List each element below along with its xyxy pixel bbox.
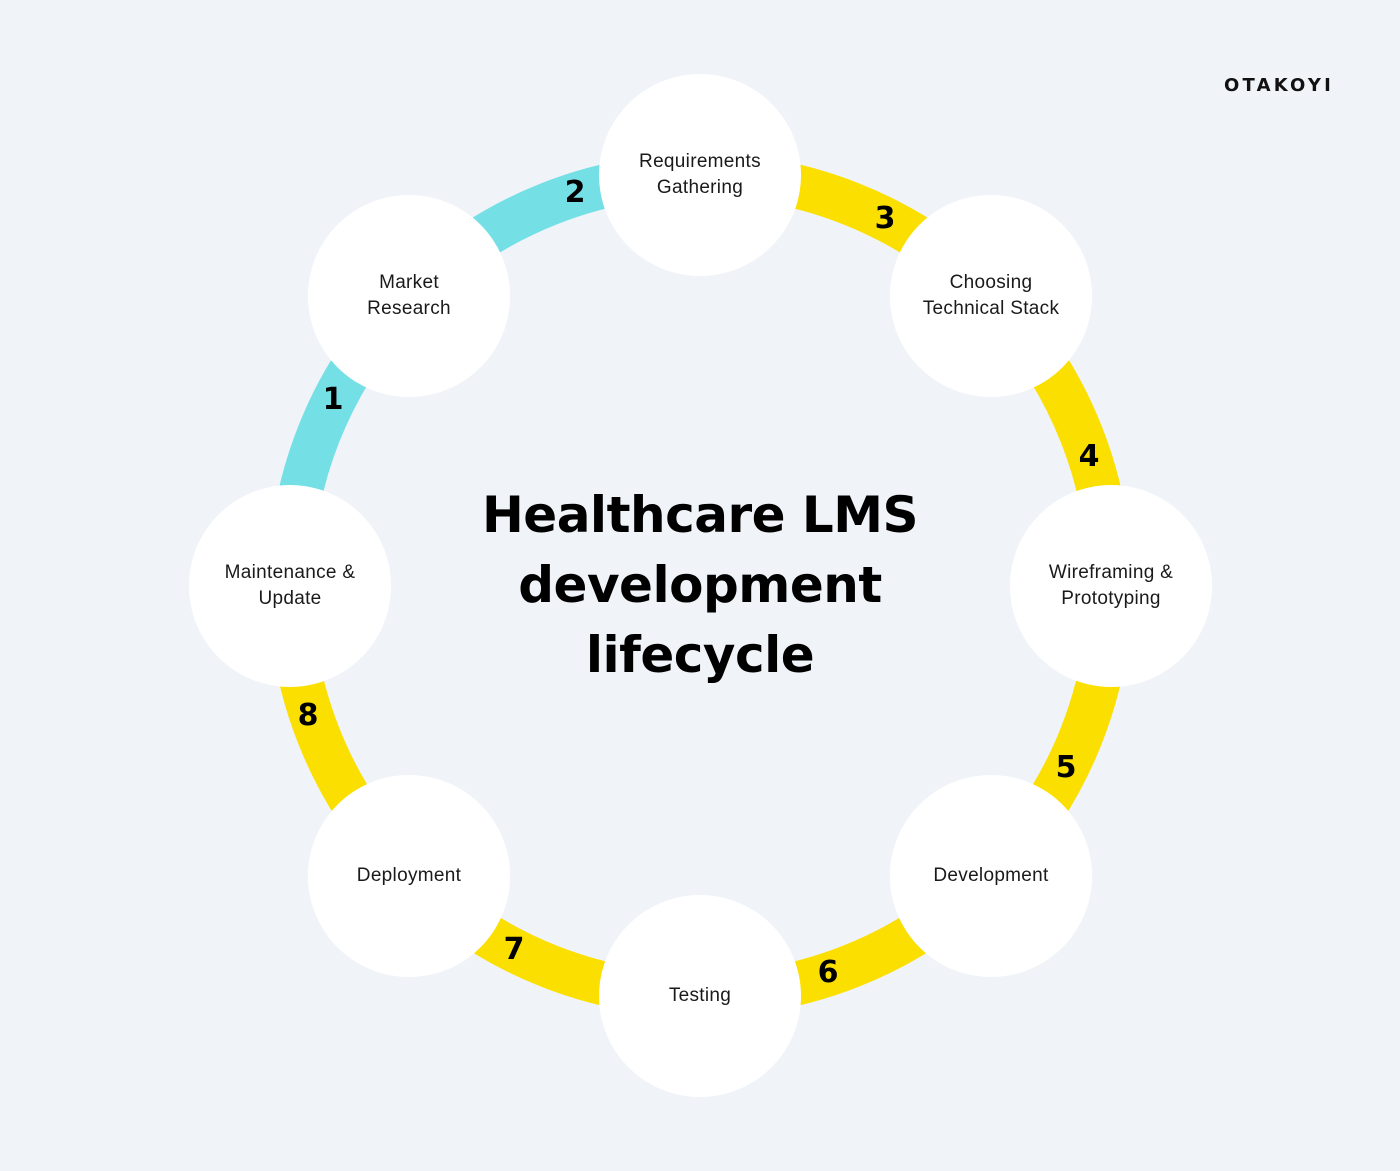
stage-choosing-technical-stack: Choosing Technical Stack — [890, 195, 1092, 397]
stage-label: Testing — [668, 985, 732, 1006]
title-line-2: development — [518, 556, 882, 614]
title-line-3: lifecycle — [585, 626, 815, 684]
segment-number-3: 3 — [874, 201, 896, 236]
stage-wireframing-prototyping: Wireframing & Prototyping — [1010, 485, 1212, 687]
stage-maintenance-update: Maintenance & Update — [189, 485, 391, 687]
segment-number-2: 2 — [564, 175, 586, 210]
segment-number-6: 6 — [817, 955, 839, 990]
stage-market-research: Market Research — [308, 195, 510, 397]
diagram-title: Healthcare LMS development lifecycle — [400, 480, 1000, 690]
stage-label: Development — [933, 865, 1049, 886]
stage-requirements-gathering: Requirements Gathering — [599, 74, 801, 276]
stage-label: Deployment — [356, 865, 462, 886]
segment-number-7: 7 — [503, 932, 525, 967]
segment-number-4: 4 — [1078, 439, 1100, 474]
stage-label: Requirements Gathering — [639, 151, 761, 198]
segment-number-8: 8 — [297, 698, 319, 733]
stage-label: Choosing Technical Stack — [922, 272, 1060, 319]
segment-number-5: 5 — [1055, 750, 1077, 785]
stage-label: Market Research — [367, 272, 451, 319]
stage-development: Development — [890, 775, 1092, 977]
brand-logo: OTAKOYI — [1224, 75, 1335, 96]
stage-testing: Testing — [599, 895, 801, 1097]
stage-label: Wireframing & Prototyping — [1048, 562, 1174, 609]
title-line-1: Healthcare LMS — [481, 486, 919, 544]
segment-number-1: 1 — [322, 382, 344, 417]
stage-label: Maintenance & Update — [224, 562, 356, 609]
stage-deployment: Deployment — [308, 775, 510, 977]
